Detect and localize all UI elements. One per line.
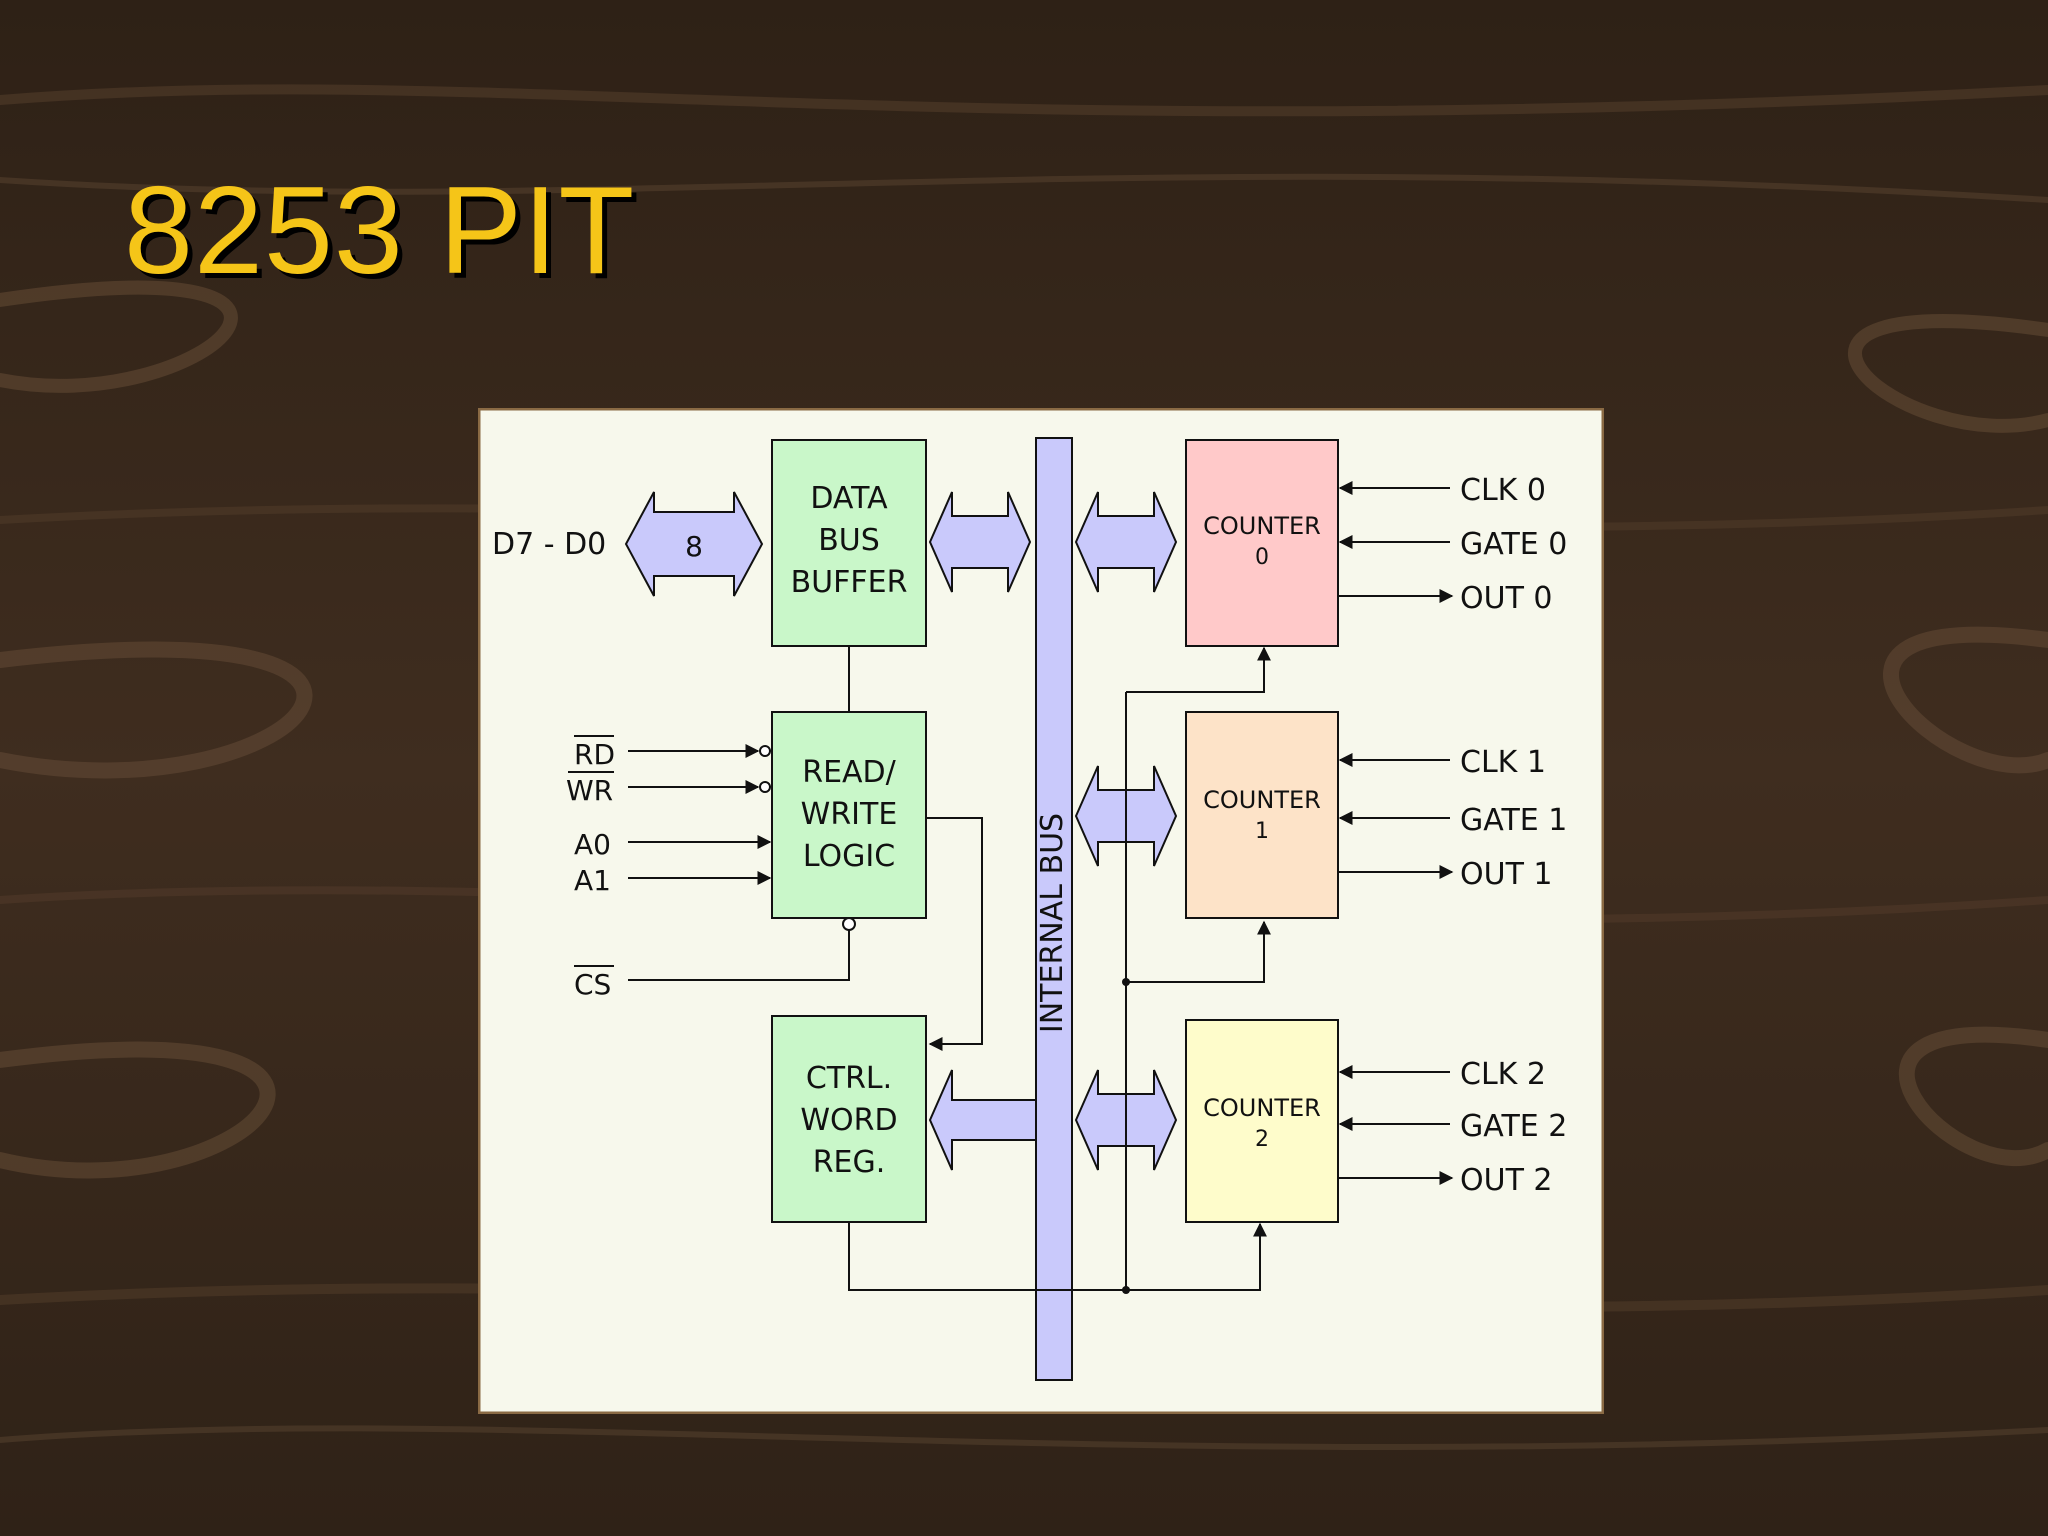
counter0-block [1185,439,1339,647]
counter2-label-2: 2 [1255,1127,1269,1152]
junction-dot-2 [1122,1286,1130,1294]
clk0-label: CLK 0 [1460,473,1546,508]
counter0-label-1: COUNTER [1203,512,1321,540]
internal-bus-label: INTERNAL BUS [1035,813,1070,1033]
block-diagram: INTERNAL BUS 8 D7 - D0 DATA BUS BUFFER R… [477,407,1605,1415]
data-bus-buffer-label-1: DATA [810,481,888,516]
clk2-label: CLK 2 [1460,1057,1546,1092]
clk1-label: CLK 1 [1460,745,1546,780]
bus-width-label: 8 [685,530,703,563]
slide-title: 8253 PIT [124,162,636,300]
junction-dot-1 [1122,978,1130,986]
out2-label: OUT 2 [1460,1163,1553,1198]
counter1-block [1185,711,1339,919]
rd-inversion-bubble [759,745,771,757]
block-diagram-svg: INTERNAL BUS 8 D7 - D0 DATA BUS BUFFER R… [477,407,1605,1415]
read-write-logic-label-2: WRITE [801,797,898,832]
cs-label: CS [574,968,611,1001]
ctrl-to-counter2-line [848,1222,1267,1291]
ctrl-word-reg-block [771,1015,927,1223]
bus-ctrl-arrow [928,1069,1037,1171]
trunk-to-counter0-line [1126,646,1271,693]
counter1-label-2: 1 [1255,819,1269,844]
rd-label: RD [574,738,615,771]
ctrl-word-reg-label-2: WORD [800,1103,897,1138]
a0-label: A0 [574,828,611,861]
gate2-label: GATE 2 [1460,1109,1567,1144]
buffer-bus-arrow [928,491,1032,593]
internal-bus [1035,437,1073,1381]
read-write-logic-block [771,711,927,919]
wr-inversion-bubble [759,781,771,793]
read-write-logic-label-3: LOGIC [803,839,895,874]
gate1-label: GATE 1 [1460,803,1567,838]
read-write-logic-label-1: READ/ [802,755,896,790]
ctrl-word-reg-label-3: REG. [813,1145,886,1180]
wr-label: WR [566,774,613,807]
rw-ctrl-link [926,817,983,1051]
trunk-to-counter1-line [1126,920,1271,983]
counter1-label-1: COUNTER [1203,786,1321,814]
cs-inversion-bubble [842,917,856,931]
out0-label: OUT 0 [1460,581,1553,616]
gate0-label: GATE 0 [1460,527,1567,562]
counter0-label-2: 0 [1255,545,1269,570]
data-bus-arrow [624,491,764,597]
data-bus-buffer-label-2: BUS [818,523,880,558]
out1-label: OUT 1 [1460,857,1553,892]
data-bus-buffer-label-3: BUFFER [791,565,908,600]
counter2-block [1185,1019,1339,1223]
cs-line [628,930,850,981]
a1-label: A1 [574,864,611,897]
counter2-label-1: COUNTER [1203,1094,1321,1122]
bus-counter0-arrow [1074,491,1178,593]
data-bus-label: D7 - D0 [492,527,606,562]
ctrl-word-reg-label-1: CTRL. [806,1061,892,1096]
